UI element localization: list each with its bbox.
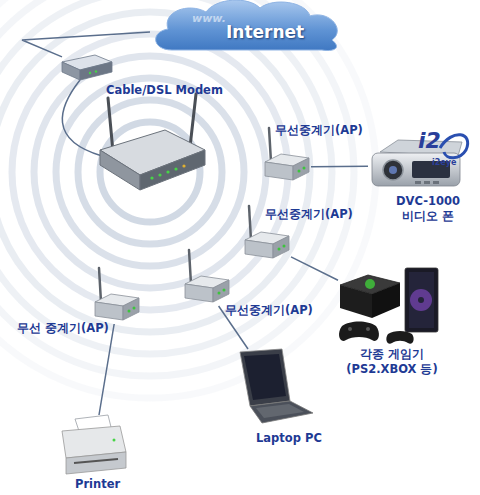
wireless-router	[140, 150, 205, 190]
wireless-router	[190, 94, 196, 147]
network-link	[99, 324, 114, 415]
watermark-text: www.	[192, 12, 226, 25]
node-label: 무선중계기(AP)	[265, 207, 353, 222]
printer	[113, 439, 116, 442]
network-link	[22, 32, 150, 57]
radio-waves	[0, 0, 376, 398]
game-consoles	[339, 322, 379, 341]
game-consoles	[348, 327, 352, 331]
modem-device: Cable/DSL Modem	[62, 55, 112, 80]
radio-waves	[78, 100, 222, 244]
radio-waves	[34, 56, 266, 288]
cable-modem	[62, 55, 112, 80]
laptop-device: Laptop PC	[233, 349, 315, 425]
video-phone	[415, 181, 421, 184]
node-label: 무선중계기(AP)	[225, 303, 313, 318]
video-phone	[383, 160, 403, 180]
video-phone	[433, 181, 439, 184]
game-console-device: 각종 게임기 (PS2.XBOX 등)	[338, 268, 446, 346]
logo-text: i2	[418, 128, 441, 153]
network-link	[311, 166, 368, 168]
i2eye-logo	[440, 135, 468, 158]
node-label: Internet	[226, 22, 304, 42]
wireless-router	[166, 170, 169, 173]
wireless-router	[174, 167, 177, 170]
game-consoles	[410, 289, 432, 311]
game-consoles	[366, 327, 370, 331]
radio-waves	[0, 0, 354, 376]
wireless-router	[108, 98, 113, 152]
wireless-router	[182, 164, 185, 167]
radio-waves	[56, 78, 244, 266]
cable-modem	[95, 70, 97, 72]
game-consoles	[340, 285, 372, 318]
printer	[74, 459, 118, 463]
video-phone	[389, 166, 397, 174]
wireless-router	[158, 173, 161, 176]
radio-waves	[12, 34, 288, 310]
node-label: Printer	[75, 477, 120, 492]
node-label: 각종 게임기 (PS2.XBOX 등)	[340, 347, 444, 377]
laptop	[240, 349, 313, 423]
wireless-router	[100, 94, 205, 190]
game-consoles	[386, 331, 413, 344]
modem-router-cable	[62, 80, 102, 156]
laptop	[256, 404, 304, 418]
video-phone	[424, 181, 430, 184]
radio-waves	[0, 0, 332, 354]
access-point-device	[185, 250, 229, 302]
node-label: DVC-1000 비디오 폰	[390, 194, 466, 224]
node-label: 무선중계기(AP)	[275, 123, 363, 138]
node-label: 무선 중계기(AP)	[17, 321, 109, 336]
laptop	[250, 401, 313, 423]
wireless-router	[150, 176, 153, 179]
game-consoles	[365, 279, 375, 289]
video-phone	[372, 140, 462, 186]
access-point: 무선중계기(AP)	[243, 228, 291, 262]
access-point-device	[95, 268, 139, 320]
wireless-router	[100, 150, 140, 190]
radio-waves	[0, 0, 376, 398]
video-phone	[372, 153, 460, 186]
cable-modem	[80, 62, 112, 80]
logo-subtext: i2eye	[432, 158, 456, 167]
game-consoles	[339, 268, 438, 344]
radio-waves	[0, 12, 310, 332]
game-consoles	[409, 272, 434, 328]
printer	[66, 452, 126, 474]
cable-modem	[62, 62, 80, 80]
node-label: Cable/DSL Modem	[106, 83, 223, 98]
cloud-outline	[156, 0, 338, 50]
internet-cloud: Internet	[150, 0, 342, 52]
access-point: 무선중계기(AP)	[263, 150, 311, 184]
access-point: 무선 중계기(AP)	[93, 290, 141, 324]
access-point: 무선중계기(AP)	[183, 272, 231, 306]
laptop	[244, 354, 286, 400]
game-consoles	[372, 283, 400, 318]
node-label: Laptop PC	[256, 431, 322, 446]
network-link	[291, 257, 338, 280]
printer	[62, 415, 126, 474]
i2eye-logo	[440, 135, 468, 158]
laptop	[240, 349, 290, 406]
cable-modem	[89, 72, 91, 74]
printer-device: Printer	[60, 415, 128, 475]
game-consoles	[418, 297, 424, 303]
game-consoles	[405, 268, 438, 332]
